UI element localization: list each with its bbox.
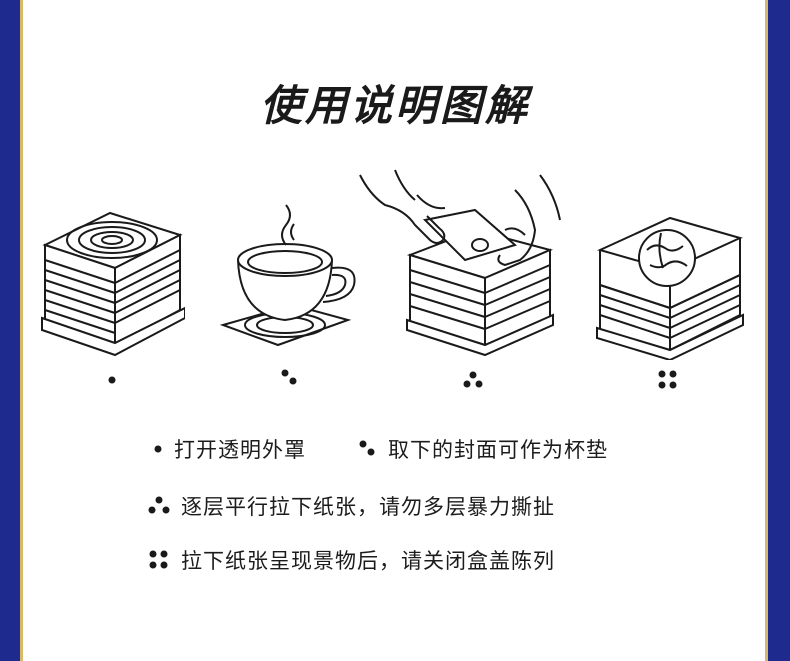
instruction-step-4: 拉下纸张呈现景物后，请关闭盒盖陈列	[147, 545, 555, 575]
step-four-marker	[658, 370, 677, 389]
one-dot-icon	[154, 445, 162, 453]
three-dots-icon	[148, 496, 170, 514]
instruction-text: 逐层平行拉下纸张，请勿多层暴力撕扯	[181, 495, 555, 519]
cube-with-globe-illustration	[596, 216, 744, 360]
instruction-text: 取下的封面可作为杯垫	[388, 438, 608, 462]
page-title: 使用说明图解	[259, 81, 530, 130]
two-dots-icon	[359, 440, 375, 456]
left-border	[0, 0, 23, 661]
instruction-step-1: 打开透明外罩	[152, 434, 306, 464]
instruction-step-2: 取下的封面可作为杯垫	[358, 434, 608, 464]
four-dots-icon	[149, 550, 168, 569]
step-two-marker	[281, 369, 297, 385]
tearing-paper-illustration	[359, 169, 561, 357]
instruction-step-3: 逐层平行拉下纸张，请勿多层暴力撕扯	[147, 491, 555, 521]
cup-on-coaster-illustration	[219, 204, 356, 347]
instruction-text: 打开透明外罩	[174, 438, 306, 462]
cube-with-cover-illustration	[41, 211, 185, 357]
right-border	[765, 0, 790, 661]
step-one-marker	[108, 376, 116, 384]
step-three-marker	[463, 371, 483, 388]
instruction-text: 拉下纸张呈现景物后，请关闭盒盖陈列	[181, 549, 555, 573]
